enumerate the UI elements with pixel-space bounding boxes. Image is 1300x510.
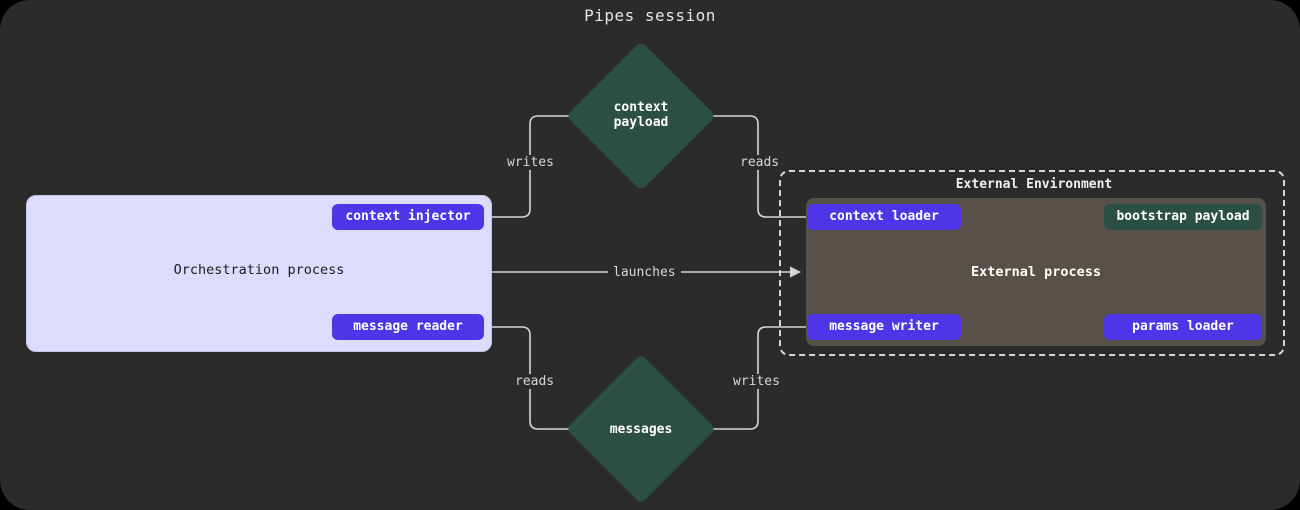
node-message-writer[interactable]: message writer <box>807 314 961 340</box>
edge-label-launches: launches <box>608 265 681 280</box>
external-environment-label: External Environment <box>955 177 1113 192</box>
edge-label-writes-messages: writes <box>729 374 784 389</box>
orchestration-process-label: Orchestration process <box>173 262 345 278</box>
store-context-payload-line2: payload <box>613 115 669 130</box>
store-messages-line1: messages <box>609 422 673 437</box>
edge-label-reads-context: reads <box>736 155 784 170</box>
node-params-loader[interactable]: params loader <box>1104 314 1262 340</box>
store-context-payload-label: context payload <box>556 100 726 130</box>
page-title: Pipes session <box>584 6 716 25</box>
node-context-loader[interactable]: context loader <box>807 204 961 230</box>
edge-label-writes-context: writes <box>503 155 558 170</box>
node-bootstrap-payload[interactable]: bootstrap payload <box>1104 204 1262 230</box>
external-environment-boundary[interactable]: External Environment <box>779 170 1285 356</box>
store-context-payload-line1: context <box>613 100 669 115</box>
node-context-injector[interactable]: context injector <box>332 204 484 230</box>
node-message-reader[interactable]: message reader <box>332 314 484 340</box>
external-process-label: External process <box>970 264 1102 280</box>
store-messages-label: messages <box>556 422 726 437</box>
edge-label-reads-messages: reads <box>511 374 559 389</box>
